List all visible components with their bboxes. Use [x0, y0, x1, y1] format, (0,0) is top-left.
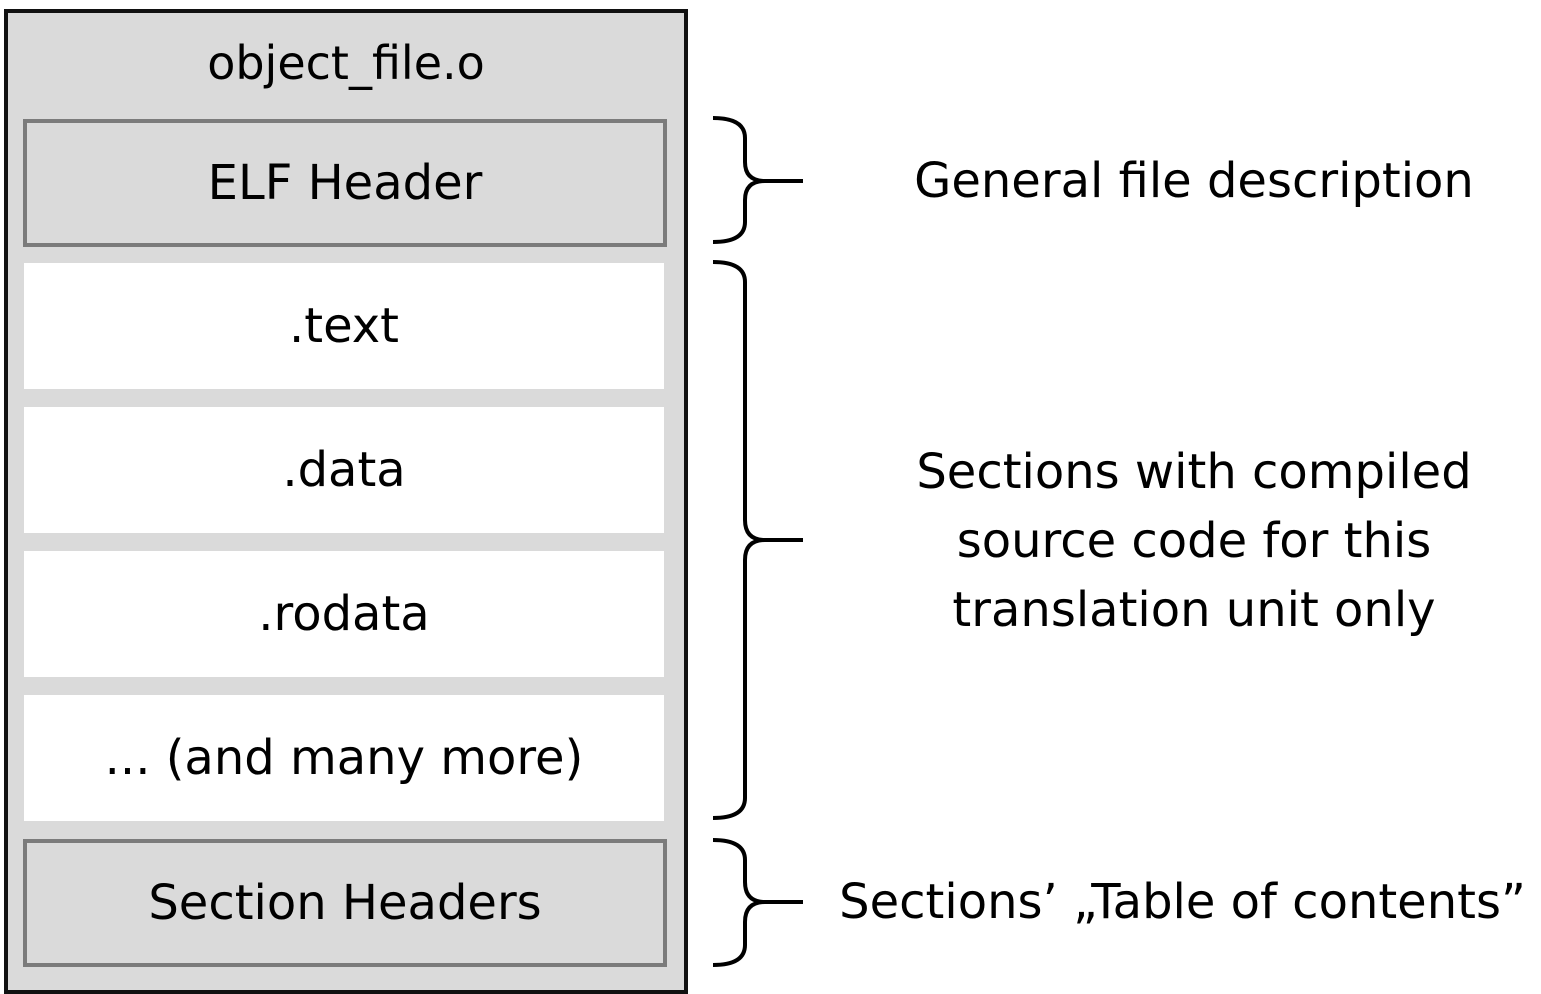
elf-header-description: General file description: [914, 153, 1474, 209]
section-more: ... (and many more): [24, 695, 664, 821]
section-text: .text: [24, 263, 664, 389]
elf-header-block: ELF Header: [23, 119, 667, 247]
object-file-box: object_file.o ELF Header .text .data .ro…: [4, 9, 688, 994]
section-data: .data: [24, 407, 664, 533]
section-rodata: .rodata: [24, 551, 664, 677]
section-headers-description: Sections’ „Table of contents”: [839, 874, 1526, 930]
section-headers-block: Section Headers: [23, 839, 667, 967]
sections-description-line-1: Sections with compiled: [916, 444, 1472, 500]
brace-elf-header: [712, 116, 803, 244]
object-file-name: object_file.o: [207, 36, 485, 90]
brace-section-headers: [712, 838, 803, 967]
sections-description-line-3: translation unit only: [952, 582, 1436, 638]
sections-description-line-2: source code for this: [956, 513, 1432, 569]
sections-description: Sections with compiled source code for t…: [874, 438, 1514, 645]
brace-sections: [712, 260, 803, 820]
